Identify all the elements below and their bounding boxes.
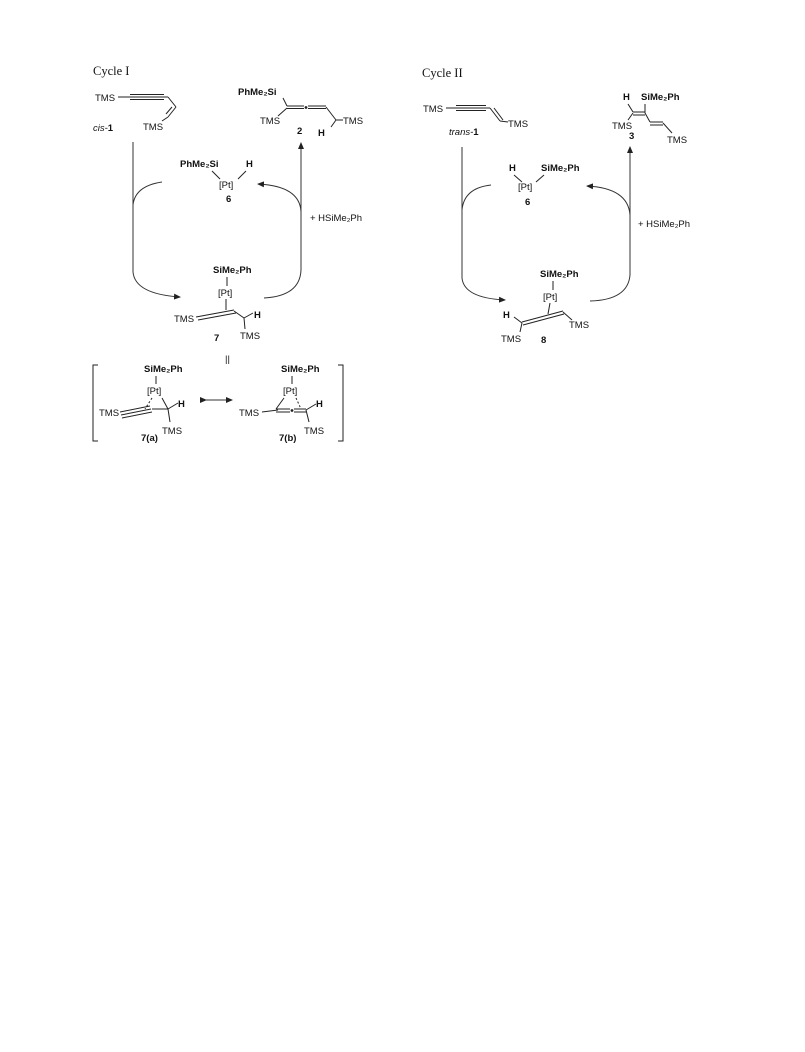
silyl-label: SiMe₂Ph xyxy=(213,265,252,276)
tms-label: TMS xyxy=(612,121,632,132)
tms-label: TMS xyxy=(304,426,324,437)
platinum-label: [Pt] xyxy=(543,292,557,303)
silyl-label: SiMe₂Ph xyxy=(540,269,579,280)
compound-label-trans-1: trans-1 xyxy=(449,127,479,138)
tms-label: TMS xyxy=(569,320,589,331)
silyl-label: PhMe₂Si xyxy=(238,87,277,98)
tms-label: TMS xyxy=(174,314,194,325)
tms-label: TMS xyxy=(508,119,528,130)
product-2-molecule: PhMe₂Si TMS TMS 2 H xyxy=(238,87,363,139)
cycle-2-title: Cycle II xyxy=(422,66,463,80)
cycle-arrow xyxy=(461,184,492,211)
compound-label-7b: 7(b) xyxy=(279,433,296,444)
compound-number-6: 6 xyxy=(226,194,231,205)
cycle-arrow xyxy=(132,181,163,206)
intermediate-8-molecule: SiMe₂Ph [Pt] H TMS TMS 8 xyxy=(501,269,589,346)
compound-number-8: 8 xyxy=(541,335,546,346)
tms-label: TMS xyxy=(260,116,280,127)
cycle-arrow xyxy=(586,183,631,216)
silyl-label: SiMe₂Ph xyxy=(641,92,680,103)
compound-number-3: 3 xyxy=(629,131,634,142)
compound-number-6: 6 xyxy=(525,197,530,208)
hydrogen-label: H xyxy=(623,92,630,103)
cycle-arrow xyxy=(589,146,633,302)
cycle-2: Cycle II TMS TMS trans-1 H SiMe₂Ph xyxy=(422,66,690,346)
compound-label-7a: 7(a) xyxy=(141,433,158,444)
tms-label: TMS xyxy=(95,93,115,104)
cycle-arrow xyxy=(257,181,302,213)
platinum-label: [Pt] xyxy=(147,386,161,397)
cycle-arrow xyxy=(263,142,304,299)
platinum-label: [Pt] xyxy=(218,288,232,299)
cycle-1-title: Cycle I xyxy=(93,64,129,78)
platinum-label: [Pt] xyxy=(518,182,532,193)
tms-label: TMS xyxy=(423,104,443,115)
equals-symbol: || xyxy=(225,354,230,365)
resonance-7a-molecule: SiMe₂Ph [Pt] TMS H TMS 7(a) xyxy=(99,364,185,444)
silyl-label: SiMe₂Ph xyxy=(144,364,183,375)
hydrogen-label: H xyxy=(246,159,253,170)
silyl-label: PhMe₂Si xyxy=(180,159,219,170)
tms-label: TMS xyxy=(667,135,687,146)
tms-label: TMS xyxy=(143,122,163,133)
hydrogen-label: H xyxy=(503,310,510,321)
cis-1-molecule: TMS TMS cis-1 xyxy=(93,93,177,134)
cycle-arrow xyxy=(132,142,181,300)
hydrogen-label: H xyxy=(316,399,323,410)
silyl-label: SiMe₂Ph xyxy=(541,163,580,174)
intermediate-7-molecule: SiMe₂Ph [Pt] TMS H TMS 7 xyxy=(174,265,261,344)
bracket-right xyxy=(338,364,344,442)
hydrogen-label: H xyxy=(254,310,261,321)
reagent-label: + HSiMe₂Ph xyxy=(638,219,690,230)
catalyst-6-molecule: PhMe₂Si H [Pt] 6 xyxy=(180,159,253,205)
reagent-label: + HSiMe₂Ph xyxy=(310,213,362,224)
bracket-left xyxy=(92,364,98,442)
tms-label: TMS xyxy=(239,408,259,419)
hydrogen-label: H xyxy=(509,163,516,174)
tms-label: TMS xyxy=(99,408,119,419)
tms-label: TMS xyxy=(162,426,182,437)
silyl-label: SiMe₂Ph xyxy=(281,364,320,375)
product-3-molecule: H SiMe₂Ph TMS 3 TMS xyxy=(612,92,687,146)
cycle-1: Cycle I TMS TMS cis-1 PhMe₂Si xyxy=(92,64,363,444)
hydrogen-label: H xyxy=(178,399,185,410)
hydrogen-label: H xyxy=(318,128,325,139)
trans-1-molecule: TMS TMS trans-1 xyxy=(423,104,528,138)
resonance-7b-molecule: SiMe₂Ph [Pt] TMS H TMS 7(b) xyxy=(239,364,324,444)
cycle-arrow xyxy=(461,147,506,303)
tms-label: TMS xyxy=(501,334,521,345)
tms-label: TMS xyxy=(343,116,363,127)
compound-label-cis-1: cis-1 xyxy=(93,123,114,134)
catalyst-6-molecule: H SiMe₂Ph [Pt] 6 xyxy=(509,163,580,208)
platinum-label: [Pt] xyxy=(219,180,233,191)
compound-number-7: 7 xyxy=(214,333,219,344)
platinum-label: [Pt] xyxy=(283,386,297,397)
tms-label: TMS xyxy=(240,331,260,342)
compound-number-2: 2 xyxy=(297,126,302,137)
